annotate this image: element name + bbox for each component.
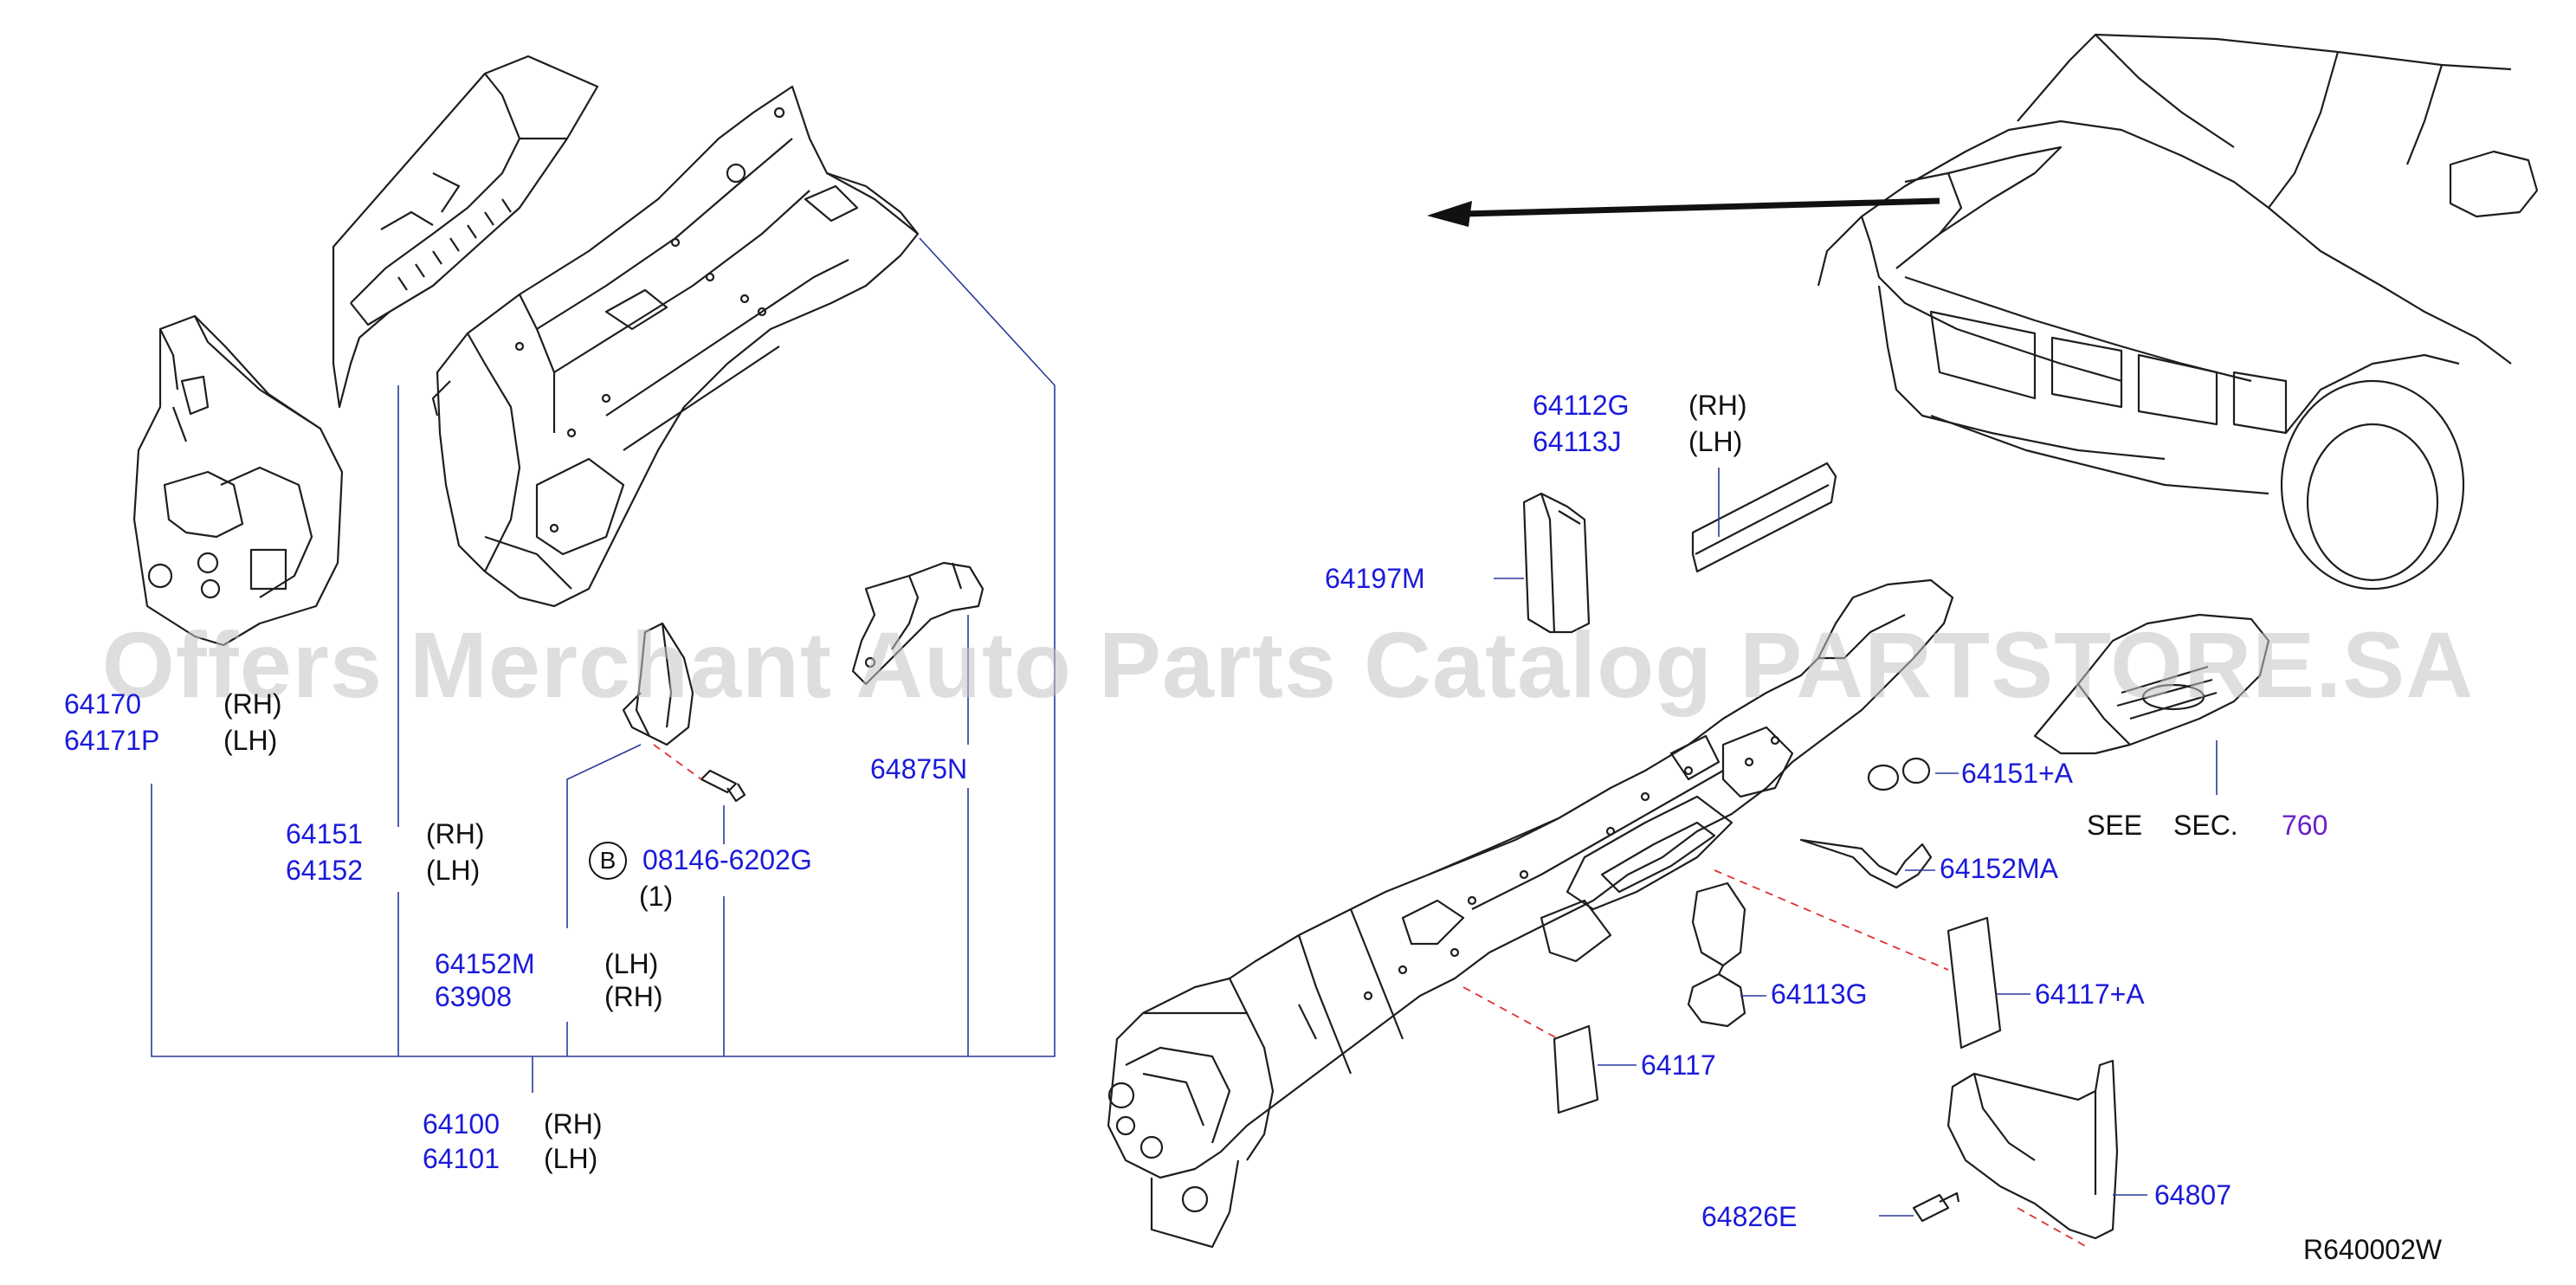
pad-64197M-part — [1522, 492, 1591, 634]
dashed-guides — [653, 744, 2088, 1248]
hood-ledge-assembly — [1107, 578, 1954, 1249]
watermark: Offers Merchant Auto Parts Catalog PARTS… — [101, 612, 2475, 717]
mud-guard-part — [1947, 1059, 2119, 1240]
pad-64117-part — [1553, 1024, 1599, 1114]
diagram-reference-code: R640002W — [2303, 1234, 2443, 1265]
bolt-part-right — [1912, 1191, 1960, 1223]
side-rh-label: (RH) — [1688, 390, 1747, 421]
part-number-64170[interactable]: 64170 — [64, 688, 141, 720]
hood-ledge-front-part — [132, 314, 344, 647]
part-number-64112G[interactable]: 64112G — [1533, 390, 1630, 421]
section-label: SEC. — [2173, 810, 2238, 841]
part-number-64171P[interactable]: 64171P — [64, 725, 160, 756]
pad-64117A-part — [1947, 916, 2002, 1049]
bracket-64152MA-part — [1799, 838, 1933, 889]
seal-64113G-part — [1687, 881, 1746, 1028]
part-number-64152M[interactable]: 64152M — [435, 948, 535, 979]
part-number-64826E[interactable]: 64826E — [1701, 1201, 1798, 1232]
side-rh-label: (RH) — [426, 818, 485, 849]
hood-ledge-upper-part — [332, 55, 599, 409]
part-number-64875N[interactable]: 64875N — [870, 753, 968, 785]
side-rh-label: (RH) — [223, 688, 282, 720]
part-number-64807[interactable]: 64807 — [2154, 1179, 2231, 1211]
part-number-64152[interactable]: 64152 — [286, 855, 363, 886]
part-number-64152MA[interactable]: 64152MA — [1940, 853, 2058, 884]
part-number-08146-6202G[interactable]: 08146-6202G — [642, 844, 812, 875]
part-number-63908[interactable]: 63908 — [435, 981, 512, 1012]
leader-lines — [151, 237, 2218, 1217]
part-number-64151A[interactable]: 64151+A — [1961, 758, 2074, 789]
part-number-64197M[interactable]: 64197M — [1325, 563, 1425, 594]
side-rh-label: (RH) — [604, 981, 663, 1012]
side-rh-label: (RH) — [544, 1108, 603, 1140]
part-number-64117A[interactable]: 64117+A — [2035, 978, 2145, 1010]
quantity-label: (1) — [639, 881, 674, 912]
bolt-part-left — [700, 769, 746, 803]
part-number-64113G[interactable]: 64113G — [1771, 978, 1868, 1010]
bracket-part — [622, 622, 694, 746]
splash-shield-part — [2033, 613, 2270, 755]
side-lh-label: (LH) — [1688, 426, 1743, 457]
direction-arrow — [1427, 197, 1940, 227]
part-number-64101[interactable]: 64101 — [423, 1143, 500, 1174]
see-label: SEE — [2087, 810, 2143, 841]
section-760-link[interactable]: 760 — [2282, 810, 2328, 841]
side-lh-label: (LH) — [223, 725, 278, 756]
fastener-b-marker: B — [589, 842, 627, 880]
part-number-64113J[interactable]: 64113J — [1533, 426, 1622, 457]
side-lh-label: (LH) — [426, 855, 481, 886]
part-number-64117[interactable]: 64117 — [1641, 1049, 1716, 1081]
hood-ledge-main-part — [431, 85, 920, 608]
seal-strip-part — [1691, 462, 1837, 573]
grommet-parts — [1867, 757, 1931, 791]
side-lh-label: (LH) — [544, 1143, 598, 1174]
bracket-64875N-part — [851, 561, 985, 686]
side-lh-label: (LH) — [604, 948, 659, 979]
part-number-64151[interactable]: 64151 — [286, 818, 363, 849]
truck-outline — [1817, 33, 2539, 591]
part-number-64100[interactable]: 64100 — [423, 1108, 500, 1140]
